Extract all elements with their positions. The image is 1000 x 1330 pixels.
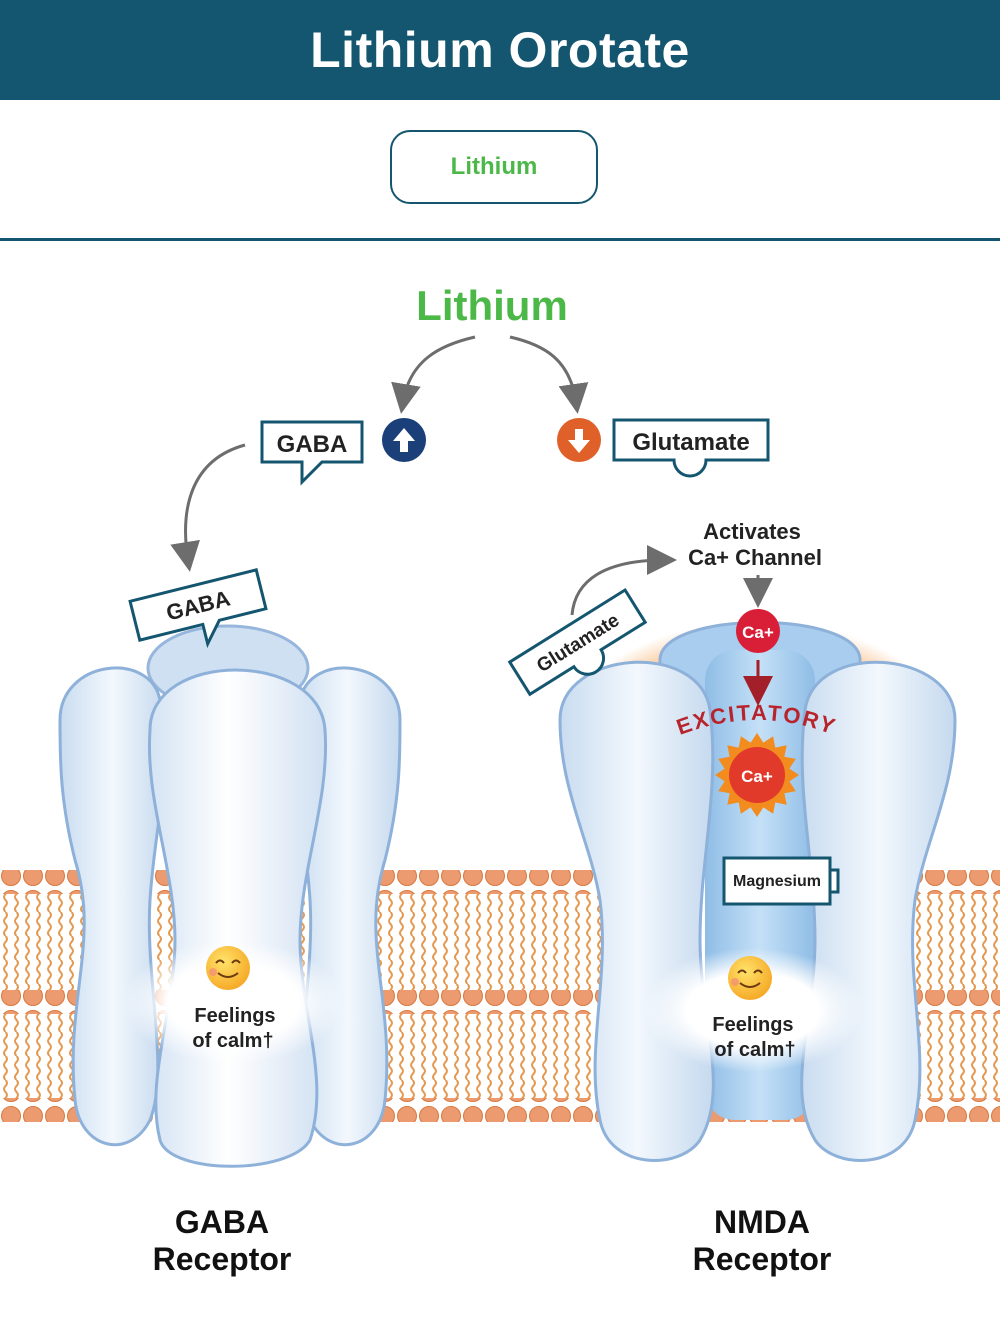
tab-lithium[interactable]: Lithium: [390, 130, 598, 204]
gaba-receptor-label-line1: GABA: [175, 1204, 269, 1240]
arrow-to-glutamate: [509, 335, 589, 414]
calm-glow-right: [643, 948, 863, 1072]
arrow-up-icon: [382, 418, 426, 462]
magnesium-label: Magnesium: [733, 873, 821, 890]
arrow-to-activates: [570, 545, 677, 616]
calm-right-line1: Feelings: [712, 1014, 793, 1036]
ca-ion-burst-label: Ca+: [741, 767, 773, 786]
activates-label-line2: Ca+ Channel: [688, 545, 822, 570]
calm-right-line2: of calm†: [714, 1039, 795, 1061]
arrow-down-icon: [557, 418, 601, 462]
ca-ion-top: Ca+: [736, 609, 780, 653]
nmda-receptor-label-line1: NMDA: [714, 1204, 810, 1240]
glutamate-badge-label: Glutamate: [632, 429, 749, 456]
calm-left-line1: Feelings: [194, 1005, 275, 1027]
smiley-icon: [728, 956, 772, 1000]
calm-glow-left: [123, 940, 343, 1064]
nmda-receptor-label-line2: Receptor: [693, 1241, 832, 1277]
page-title: Lithium Orotate: [310, 22, 690, 78]
gaba-badge-label: GABA: [277, 431, 348, 458]
gaba-badge: GABA: [260, 420, 364, 486]
magnesium-block: Magnesium: [722, 856, 840, 906]
calm-left-line2: of calm†: [192, 1030, 273, 1052]
gaba-receptor-label-line2: Receptor: [153, 1241, 292, 1277]
glutamate-badge: Glutamate: [612, 418, 770, 478]
smiley-icon: [206, 946, 250, 990]
ca-burst-icon: Ca+: [715, 733, 799, 817]
divider: [0, 238, 1000, 241]
activates-label-line1: Activates: [703, 519, 801, 544]
arrow-to-gaba: [391, 335, 476, 414]
title-banner: Lithium Orotate: [0, 0, 1000, 100]
arrow-to-gaba-receptor: [170, 443, 246, 572]
gaba-bound-badge: GABA: [128, 568, 268, 649]
gaba-receptor: [58, 624, 402, 1168]
ca-ion-top-label: Ca+: [742, 623, 774, 642]
lithium-label: Lithium: [416, 282, 568, 329]
